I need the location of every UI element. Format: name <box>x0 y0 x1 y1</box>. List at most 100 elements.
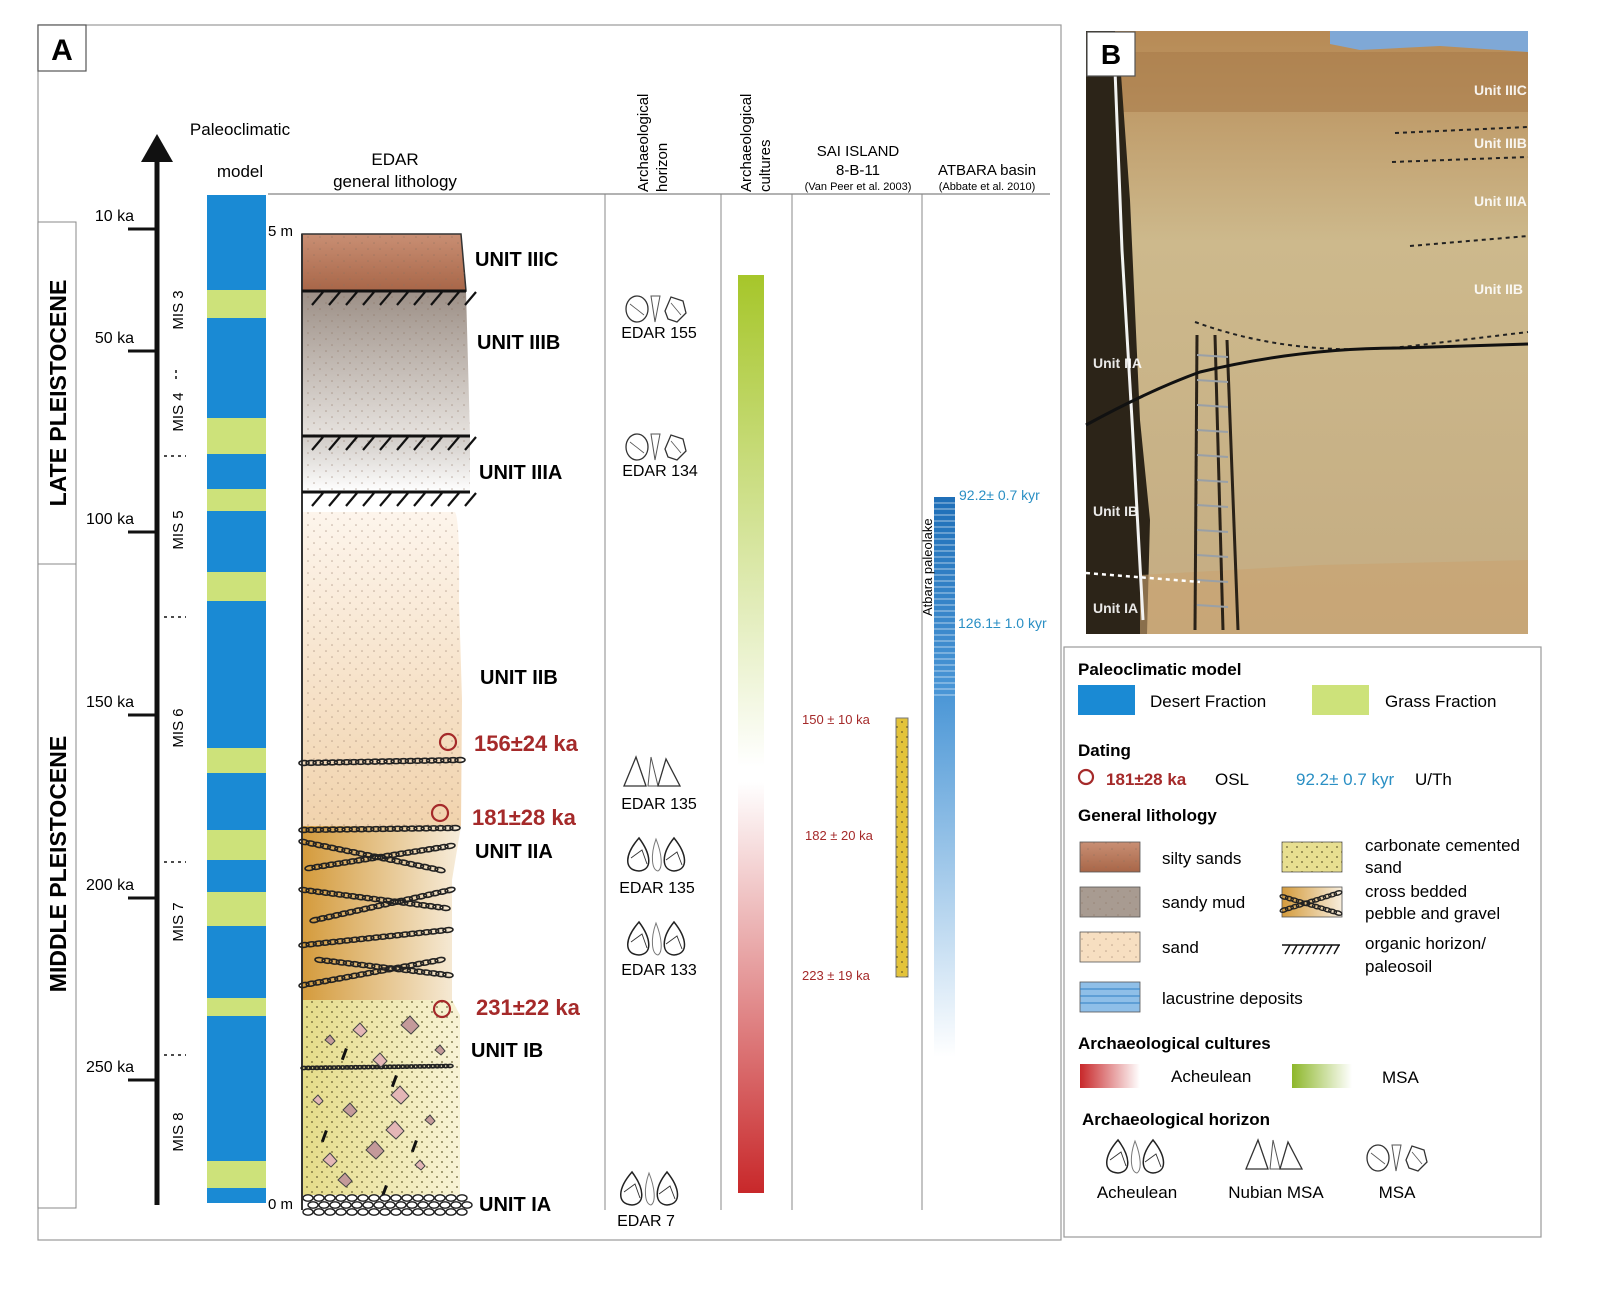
gravel-link <box>330 1065 338 1070</box>
scar-lines <box>629 440 682 454</box>
gravel-link <box>374 853 386 861</box>
gravel-link <box>375 896 388 904</box>
gravel-link <box>418 902 430 909</box>
gravel-link <box>362 969 375 977</box>
clast <box>400 1015 420 1035</box>
horizon-label: EDAR 135 <box>621 796 697 813</box>
pebble <box>335 1208 347 1216</box>
legend-msa-swatch <box>1292 1064 1352 1088</box>
header-sai-ref: (Van Peer et al. 2003) <box>805 181 912 193</box>
gravel-link <box>420 929 433 936</box>
gravel-link <box>422 891 435 899</box>
late-pleistocene-box <box>37 221 77 565</box>
unit-iiia-dots <box>302 436 470 492</box>
gravel-link <box>326 844 339 852</box>
legend-cultures-title: Archaeological cultures <box>1078 1034 1271 1053</box>
ladder-rung <box>1196 604 1229 608</box>
pebble <box>302 1208 314 1216</box>
gravel-link <box>390 1064 398 1070</box>
unit-label: UNIT IIIC <box>475 249 558 271</box>
gravel-link <box>373 902 385 910</box>
legend-horizon-acheulean: Acheulean <box>1097 1183 1177 1202</box>
gravel-link <box>337 910 350 918</box>
pebble <box>302 1194 314 1202</box>
gravel-link <box>356 1064 364 1070</box>
gravel-link <box>313 1065 321 1071</box>
core-icon <box>1405 1145 1428 1172</box>
point-icon <box>1245 1138 1269 1170</box>
pebble <box>423 1194 435 1202</box>
gravel-link <box>386 1064 394 1070</box>
hatch-mark <box>311 492 324 507</box>
unit-label: UNIT IB <box>471 1040 543 1062</box>
legend-msa-label: MSA <box>1382 1068 1420 1087</box>
late-pleistocene-label: LATE PLEISTOCENE <box>45 280 71 507</box>
age-tick-label: 150 ka <box>86 694 134 711</box>
point-icon <box>657 757 682 787</box>
photo-background <box>1086 31 1528 634</box>
unit-label: UNIT IIIB <box>477 332 560 354</box>
gravel-link <box>333 759 346 766</box>
scar-lines <box>665 935 683 950</box>
header-arch-cultures-1: Archaeological <box>738 94 755 192</box>
legend-lacustrine-label: lacustrine deposits <box>1162 989 1303 1008</box>
gravel-link <box>338 1065 347 1070</box>
pebble <box>313 1194 325 1202</box>
gravel-link <box>351 907 364 914</box>
gravel-link <box>384 825 397 833</box>
clast-shard <box>340 1048 348 1061</box>
pebble <box>313 1208 325 1216</box>
hatch-mark <box>413 436 426 451</box>
acheulean-culture-bar <box>738 782 764 1193</box>
clast <box>372 1052 388 1068</box>
photo-unit-label: Unit IIIC <box>1474 82 1527 98</box>
gravel-link <box>1301 900 1311 907</box>
hatch-mark <box>447 291 460 306</box>
gravel-link <box>361 894 374 902</box>
gravel-link <box>407 1064 416 1069</box>
handaxe-icon <box>620 1170 643 1206</box>
scar-lines <box>1144 1153 1162 1168</box>
gravel-link <box>398 859 410 866</box>
pebble <box>401 1194 413 1202</box>
legend-osl-marker <box>1077 768 1095 786</box>
panel-a-label-box <box>37 24 87 72</box>
gravel-link <box>1295 898 1305 905</box>
hatch-mark <box>430 492 443 507</box>
hatch-mark <box>328 436 341 451</box>
carbonate-clasts <box>312 1015 446 1198</box>
age-tick-label: 250 ka <box>86 1059 134 1076</box>
scar-lines <box>658 1185 676 1200</box>
gravel-link <box>325 861 337 868</box>
clast <box>365 1140 385 1160</box>
gravel-link <box>442 926 454 934</box>
gravel-link <box>388 851 400 859</box>
ladder-rung <box>1196 454 1229 458</box>
unit-iia-layer <box>302 826 461 1000</box>
panel-b-label: B <box>1101 39 1121 70</box>
horizon-label: EDAR 133 <box>621 962 697 979</box>
legend-mud-dots <box>1080 887 1140 917</box>
gravel-link <box>355 850 367 858</box>
scar-lines <box>1370 1151 1423 1165</box>
gravel-link <box>369 968 382 976</box>
gravel-link <box>305 840 317 847</box>
gravel-link <box>391 857 403 865</box>
field-photo <box>1085 31 1529 634</box>
panel-a-frame <box>37 24 1062 1241</box>
gravel-link <box>341 937 353 944</box>
header-atbara: ATBARA basin <box>938 162 1036 179</box>
gravel-link <box>326 759 339 766</box>
organic-symbol-hatch <box>1284 944 1291 955</box>
unit-iiib-dots <box>302 291 470 436</box>
clast <box>424 1114 436 1126</box>
gravel-link <box>1333 910 1343 916</box>
legend-carbonate-dots <box>1282 842 1342 872</box>
legend-uth-example: 92.2± 0.7 kyr <box>1296 770 1394 789</box>
gravel-link <box>347 893 360 900</box>
gravel-link <box>428 970 440 977</box>
mis-label: MIS 3 <box>170 290 187 329</box>
horizon-label: EDAR 134 <box>622 463 698 480</box>
gravel-link <box>298 838 310 846</box>
ladder-rung <box>1196 579 1229 583</box>
